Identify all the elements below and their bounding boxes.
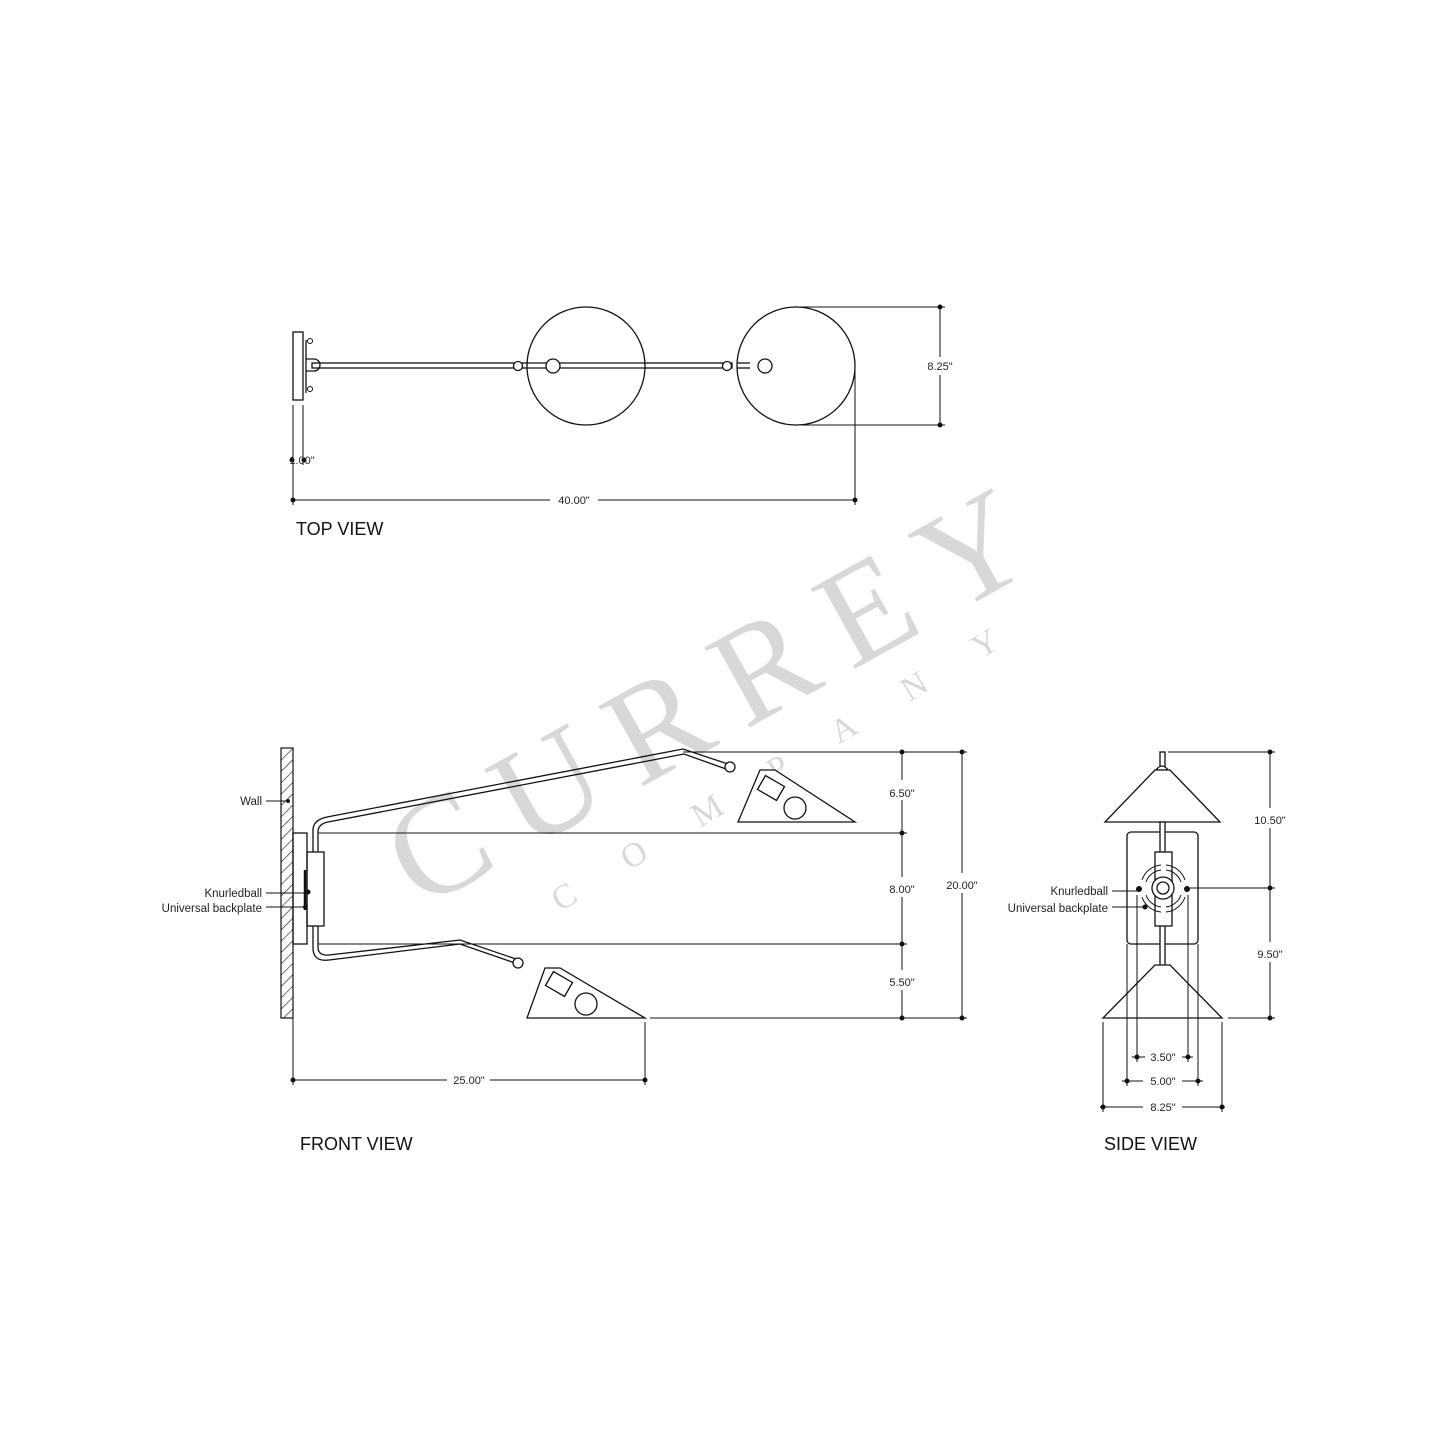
front-view: 6.50" 8.00" 5.50" 20.00" 25.00" Wall Knu…	[162, 747, 978, 1154]
dim-top: 6.50"	[889, 788, 914, 800]
dim-extension: 25.00"	[453, 1075, 485, 1087]
lower-knuckle	[512, 957, 524, 969]
arm-mount	[306, 358, 321, 372]
label-knurledball: Knurledball	[204, 888, 262, 900]
top-view-title: TOP VIEW	[296, 519, 383, 539]
dim-mount-spacing: 3.50"	[1150, 1052, 1175, 1064]
dim-lower: 9.50"	[1257, 949, 1282, 961]
lower-bulb	[574, 992, 598, 1016]
label-backplate: Universal backplate	[1008, 903, 1108, 915]
dim-total-height: 20.00"	[946, 880, 978, 892]
backplate	[292, 331, 304, 401]
label-knurledball: Knurledball	[1050, 886, 1108, 898]
upper-bulb	[783, 796, 807, 820]
dim-bottom: 5.50"	[889, 977, 914, 989]
dim-shade-diameter: 8.25"	[927, 361, 952, 373]
shade-2	[736, 306, 856, 426]
front-view-title: FRONT VIEW	[300, 1134, 413, 1154]
side-view-title: SIDE VIEW	[1104, 1134, 1197, 1154]
socket-2	[757, 358, 773, 374]
dim-length: 40.00"	[558, 495, 590, 507]
dim-backplate-width: 5.00"	[1150, 1076, 1175, 1088]
lower-shade	[1101, 964, 1224, 1019]
top-view: 8.25" 1.00" 40.00" TOP VIEW	[289, 304, 953, 539]
dim-upper: 10.50"	[1254, 815, 1286, 827]
upper-knuckle	[724, 761, 736, 773]
upper-shade	[1103, 769, 1222, 823]
label-wall: Wall	[240, 796, 262, 808]
knuckle-2	[721, 360, 733, 372]
knuckle-1	[512, 360, 524, 372]
watermark-logo: CURREY COMPANY	[360, 445, 1079, 937]
shade-1	[526, 306, 646, 426]
canopy	[306, 851, 325, 927]
wall	[280, 747, 294, 1019]
dim-depth: 1.00"	[289, 455, 314, 467]
dim-shade-width: 8.25"	[1150, 1102, 1175, 1114]
label-backplate: Universal backplate	[162, 903, 262, 915]
socket-1	[545, 358, 561, 374]
side-view: 10.50" 9.50" 3.50" 5.00" 8.25" Knurledba…	[1008, 749, 1286, 1154]
watermark-brand: CURREY	[360, 445, 1079, 937]
mounting-bracket	[1136, 864, 1190, 913]
dim-middle: 8.00"	[889, 884, 914, 896]
